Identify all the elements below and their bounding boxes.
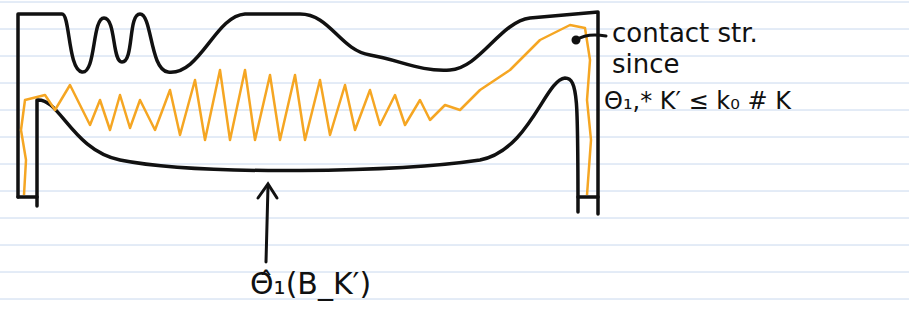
note-label: contact str. since <box>612 18 792 80</box>
note-label: Θ₁,* K′ ≤ k₀ # K <box>604 86 894 116</box>
region-outline <box>18 12 598 214</box>
image-label: Θ̂₁(B_K′) <box>250 266 510 302</box>
leader-lines <box>258 35 606 262</box>
orange-curve <box>21 25 591 195</box>
ruled-lines <box>0 2 909 299</box>
